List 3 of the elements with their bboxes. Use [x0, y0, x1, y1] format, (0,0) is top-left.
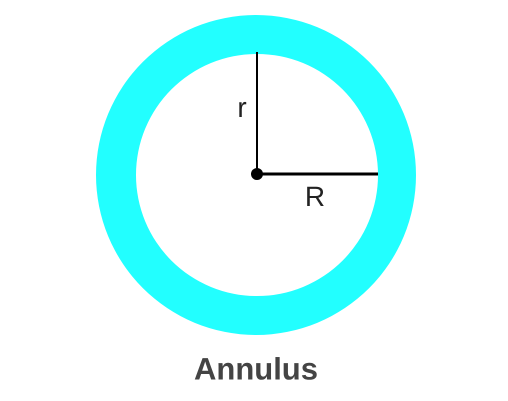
radius-label: R — [304, 183, 326, 211]
radius-label: r — [237, 94, 247, 122]
caption: Annulus — [194, 354, 318, 384]
